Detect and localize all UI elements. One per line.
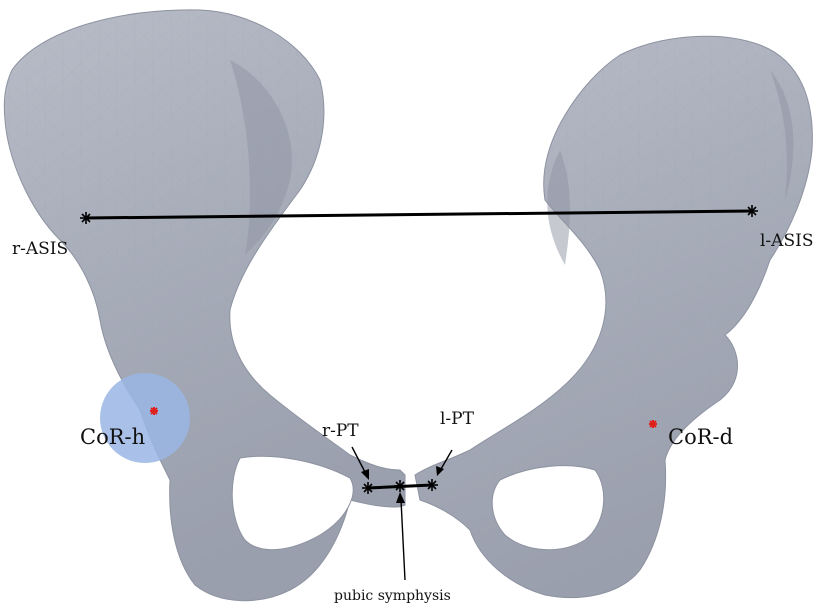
left-hemipelvis [415, 36, 812, 597]
l-pt-label: l-PT [440, 409, 475, 429]
l-asis-label: l-ASIS [760, 231, 813, 251]
right-hemipelvis [4, 10, 405, 601]
cor-d-marker [649, 420, 657, 428]
hip-joint-circle [100, 373, 190, 463]
cor-d-label: CoR-d [668, 425, 733, 449]
r-pt-label: r-PT [322, 421, 359, 441]
pubic-symphysis-label: pubic symphysis [334, 588, 451, 604]
left-obturator-foramen [492, 466, 604, 550]
cor-h-marker [150, 407, 158, 415]
cor-h-label: CoR-h [80, 425, 145, 449]
r-asis-label: r-ASIS [12, 239, 68, 259]
